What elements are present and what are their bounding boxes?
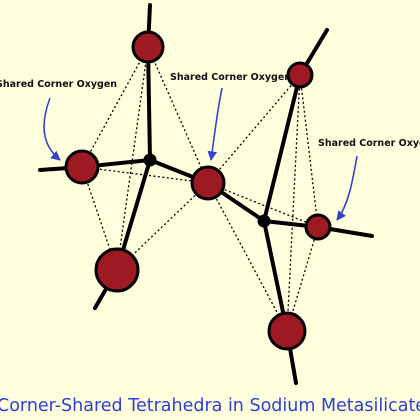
oxygen-atom-shared-left — [64, 149, 100, 185]
arrow-middle — [207, 87, 223, 161]
oxygen-atom-top-left — [131, 30, 165, 64]
label-shared-oxygen-right: Shared Corner Oxygen — [318, 138, 420, 149]
oxygen-atom-top-right — [286, 61, 314, 89]
right-tetrahedron-edges — [207, 74, 319, 332]
arrow-left — [43, 97, 61, 161]
arrow-right — [336, 155, 358, 221]
oxygen-atom-bottom-right — [267, 311, 307, 351]
label-shared-oxygen-left: Shared Corner Oxygen — [0, 79, 117, 90]
oxygen-atom-bottom-left — [94, 247, 140, 293]
silicon-atom-left — [143, 153, 157, 167]
diagram-caption: Corner-Shared Tetrahedra in Sodium Metas… — [0, 396, 420, 416]
oxygen-atom-shared-middle — [190, 165, 226, 201]
silicon-atom-right — [257, 214, 271, 228]
oxygen-atom-shared-right — [304, 213, 332, 241]
label-shared-oxygen-middle: Shared Corner Oxygen — [170, 72, 291, 83]
